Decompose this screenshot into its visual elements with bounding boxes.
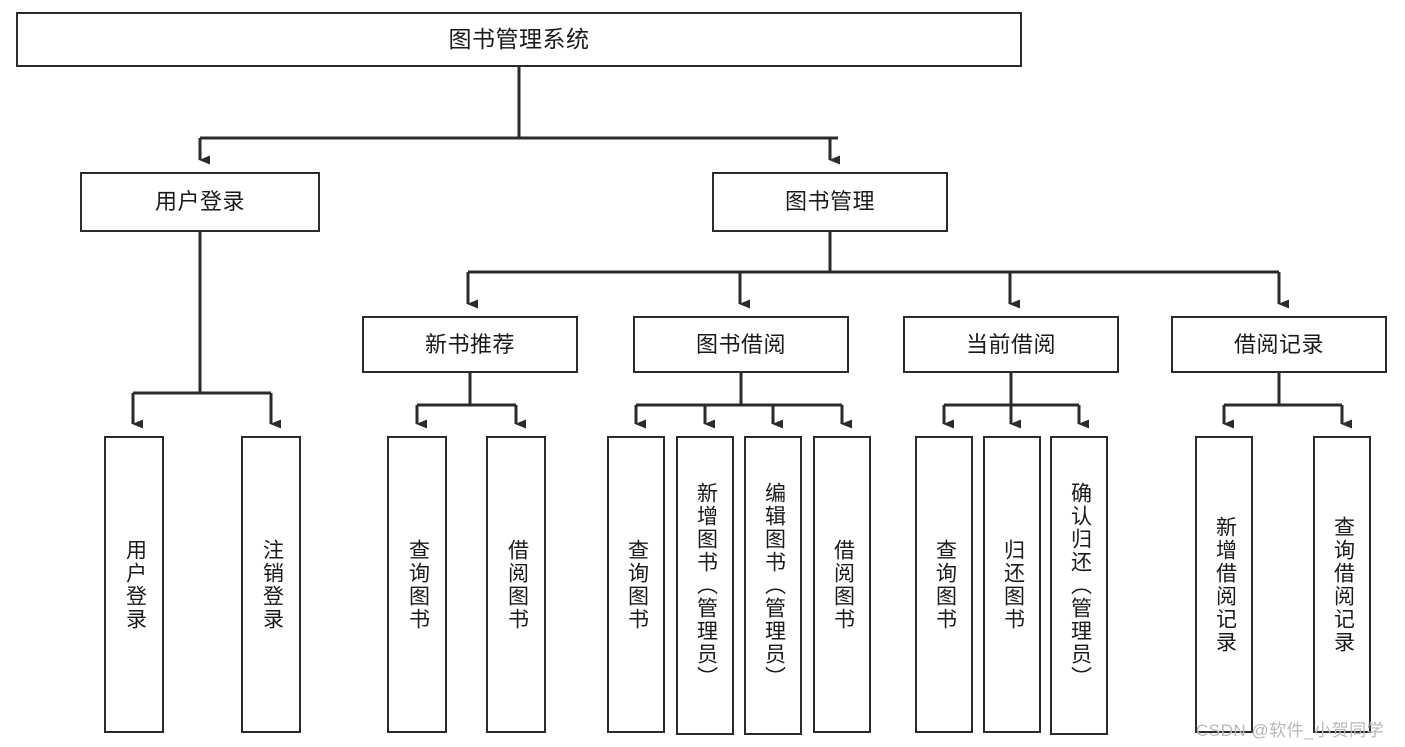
node-user-login-label: 用户登录 [154,189,245,215]
node-user-login[interactable]: 用户登录 [80,172,320,232]
node-leaf-user-login-label: 用户登录 [123,538,147,631]
node-leaf-user-logout-label: 注销登录 [260,538,284,631]
node-leaf-add-book-label: 新增图书（管理员） [694,482,718,689]
node-leaf-return-book[interactable]: 归还图书 [983,436,1041,733]
node-current-borrow-label: 当前借阅 [965,331,1056,357]
node-leaf-query-book-1[interactable]: 查询图书 [387,436,447,733]
csdn-watermark: CSDN @软件_小贺同学 [1196,721,1385,740]
node-leaf-edit-book-label: 编辑图书（管理员） [762,482,786,689]
node-current-borrow[interactable]: 当前借阅 [903,316,1119,373]
node-leaf-return-book-label: 归还图书 [1001,538,1025,631]
node-leaf-query-book-3[interactable]: 查询图书 [915,436,973,733]
node-book-manage[interactable]: 图书管理 [712,172,948,232]
node-borrow-record-label: 借阅记录 [1233,331,1324,357]
node-leaf-add-book[interactable]: 新增图书（管理员） [676,436,734,735]
node-book-borrow-label: 图书借阅 [695,331,786,357]
node-leaf-borrow-book-1-label: 借阅图书 [505,538,529,631]
node-leaf-add-record-label: 新增借阅记录 [1213,515,1237,654]
node-leaf-query-book-1-label: 查询图书 [406,538,430,631]
node-leaf-add-record[interactable]: 新增借阅记录 [1195,436,1253,733]
node-leaf-query-book-2[interactable]: 查询图书 [607,436,665,733]
node-leaf-query-record[interactable]: 查询借阅记录 [1313,436,1371,733]
node-leaf-confirm-return[interactable]: 确认归还（管理员） [1050,436,1108,735]
node-leaf-query-book-3-label: 查询图书 [933,538,957,631]
node-leaf-user-login[interactable]: 用户登录 [104,436,164,733]
node-borrow-record[interactable]: 借阅记录 [1171,316,1387,373]
node-book-manage-label: 图书管理 [784,189,875,215]
node-leaf-user-logout[interactable]: 注销登录 [241,436,301,733]
node-leaf-edit-book[interactable]: 编辑图书（管理员） [744,436,802,735]
node-new-book-rec-label: 新书推荐 [424,331,515,357]
node-leaf-borrow-book-1[interactable]: 借阅图书 [486,436,546,733]
node-new-book-rec[interactable]: 新书推荐 [362,316,578,373]
node-leaf-confirm-return-label: 确认归还（管理员） [1068,482,1092,689]
node-root-label: 图书管理系统 [448,26,590,53]
node-leaf-query-book-2-label: 查询图书 [625,538,649,631]
node-leaf-borrow-book-2[interactable]: 借阅图书 [813,436,871,733]
node-leaf-query-record-label: 查询借阅记录 [1331,515,1355,654]
node-leaf-borrow-book-2-label: 借阅图书 [831,538,855,631]
node-root[interactable]: 图书管理系统 [16,12,1022,67]
node-book-borrow[interactable]: 图书借阅 [633,316,849,373]
